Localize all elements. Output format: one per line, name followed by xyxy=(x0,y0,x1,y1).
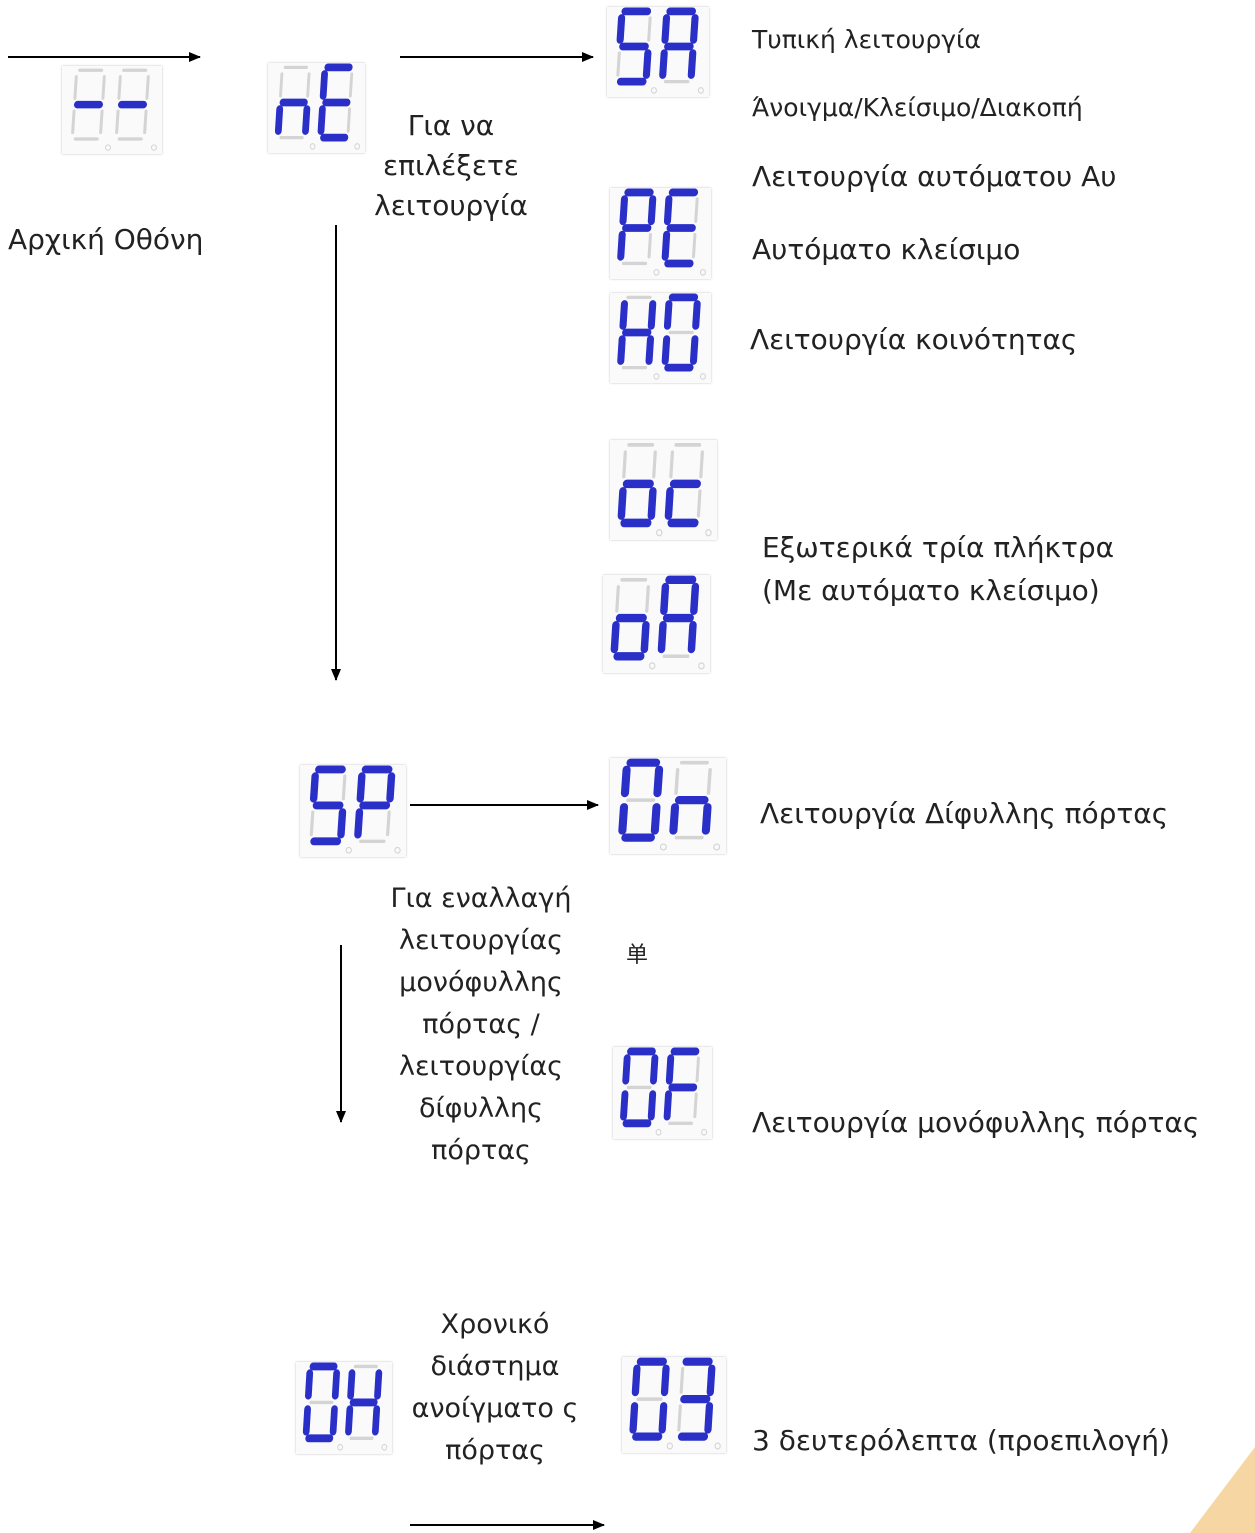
display-sp xyxy=(300,765,406,857)
display-oh xyxy=(296,1362,392,1454)
seven-segment-readout xyxy=(617,188,706,276)
ho-label: Λειτουργία κοινότητας xyxy=(750,323,1078,356)
sa-label-2: Άνοιγμα/Κλείσιμο/Διακοπή xyxy=(752,93,1083,122)
display-oc xyxy=(610,440,717,540)
pe-label-1: Λειτουργία αυτόματου Αυ xyxy=(752,160,1117,193)
seven-segment-readout xyxy=(309,765,401,854)
seven-segment-readout xyxy=(616,7,704,94)
seven-segment-readout xyxy=(274,63,361,150)
display-oa xyxy=(603,575,710,673)
seven-segment-readout xyxy=(617,443,712,537)
of-label: Λειτουργία μονόφυλλης πόρτας xyxy=(752,1106,1200,1139)
leaf-switch-label: Για εναλλαγή λειτουργίας μονόφυλλης πόρτ… xyxy=(390,883,572,1166)
seven-segment-readout xyxy=(71,68,157,151)
display-pe xyxy=(610,188,711,279)
seven-segment-readout xyxy=(618,758,721,851)
stray-glyph: 单 xyxy=(626,943,649,968)
mode-select-label: Για να επιλέξετε λειτουργία xyxy=(374,109,528,222)
on-label: Λειτουργία Δίφυλλης πόρτας xyxy=(760,797,1169,830)
display-initial xyxy=(62,66,162,154)
display-sa xyxy=(607,7,709,97)
seven-segment-readout xyxy=(617,293,706,380)
seven-segment-readout xyxy=(302,1362,388,1451)
seven-segment-readout xyxy=(629,1357,721,1450)
initial-screen-label: Αρχική Οθόνη xyxy=(8,223,204,256)
display-on xyxy=(610,758,726,854)
display-ho xyxy=(610,293,711,383)
pe-label-2: Αυτόματο κλείσιμο xyxy=(752,233,1021,266)
display-ne xyxy=(268,63,365,153)
oa-label-2: (Με αυτόματο κλείσιμο) xyxy=(762,574,1100,607)
open-time-label: Χρονικό διάστημα ανοίγματο ς πόρτας xyxy=(411,1309,579,1466)
sa-label-1: Τυπική λειτουργία xyxy=(752,25,981,54)
seven-segment-readout xyxy=(620,1047,708,1136)
oa-label-1: Εξωτερικά τρία πλήκτρα xyxy=(762,531,1115,564)
display-of xyxy=(613,1047,712,1139)
open-time-value-label: 3 δευτερόλεπτα (προεπιλογή) xyxy=(752,1424,1170,1457)
seven-segment-readout xyxy=(610,575,705,670)
display-03 xyxy=(622,1357,726,1453)
